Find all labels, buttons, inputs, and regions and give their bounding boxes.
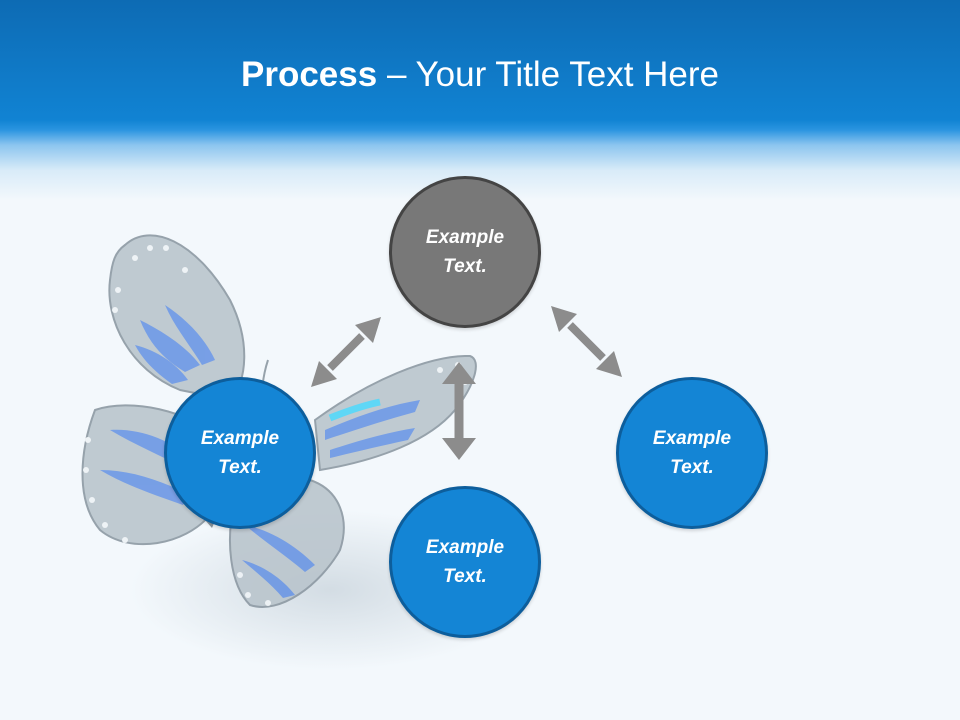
process-node-top[interactable]: Example Text.	[389, 176, 541, 328]
arrow-top-bottom	[442, 362, 476, 460]
arrow-top-right	[551, 306, 622, 377]
process-node-left[interactable]: Example Text.	[164, 377, 316, 529]
title-rest: – Your Title Text Here	[377, 55, 719, 94]
node-bottom-text: Example Text.	[425, 537, 505, 587]
node-right-text: Example Text.	[652, 428, 732, 478]
slide-title: Process – Your Title Text Here	[0, 52, 960, 98]
title-bold: Process	[241, 55, 378, 94]
process-node-bottom[interactable]: Example Text.	[389, 486, 541, 638]
arrow-top-left	[311, 317, 381, 387]
node-left-text: Example Text.	[200, 428, 280, 478]
header-band	[0, 0, 960, 200]
process-node-right[interactable]: Example Text.	[616, 377, 768, 529]
node-top-text: Example Text.	[425, 227, 505, 277]
